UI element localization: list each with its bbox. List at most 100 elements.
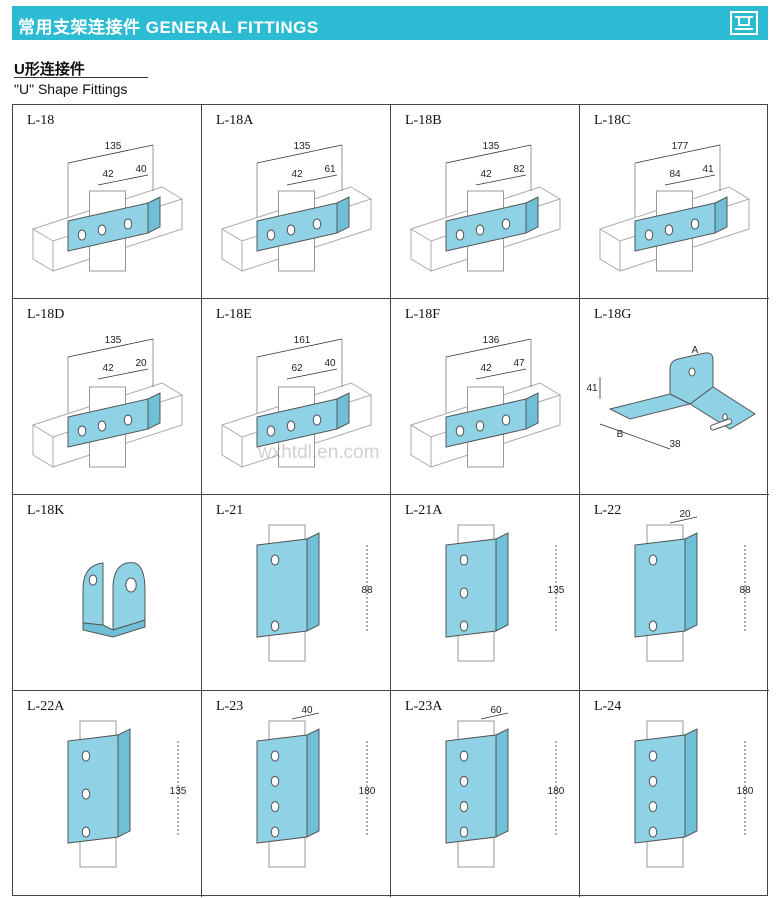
dimension-label: 180 bbox=[359, 786, 376, 797]
dimension-label: 135 bbox=[105, 335, 122, 346]
fitting-label: L-18 bbox=[27, 113, 55, 128]
fittings-grid: L-18 135 42 40 L-18A 135 42 61 L-18B 135 42 82 L-18C… bbox=[12, 104, 769, 897]
fitting-label: L-18C bbox=[594, 113, 631, 128]
fitting-cell-l-21a: L-21A 135 bbox=[391, 495, 580, 691]
clevis-right-ear bbox=[112, 562, 146, 631]
dimension-label: 135 bbox=[548, 585, 565, 596]
dimension-label: 62 bbox=[291, 363, 303, 374]
fitting-drawing: 136 42 47 bbox=[409, 335, 562, 468]
fitting-drawing: 180 60 bbox=[445, 705, 565, 868]
saddle-flange-right bbox=[689, 386, 756, 430]
fitting-label: L-22 bbox=[594, 503, 622, 518]
dimension-label: A bbox=[692, 345, 699, 356]
header-banner: 常用支架连接件 GENERAL FITTINGS bbox=[12, 6, 768, 40]
dimension-label: 47 bbox=[513, 358, 525, 369]
dimension-label: 135 bbox=[294, 141, 311, 152]
fitting-drawing: 135 42 82 bbox=[409, 141, 562, 272]
channel-fitting bbox=[634, 538, 686, 638]
fitting-cell-l-22a: L-22A 135 bbox=[13, 691, 202, 897]
fitting-cell-l-21: L-21 88 bbox=[202, 495, 391, 691]
fitting-label: L-21A bbox=[405, 503, 443, 518]
fitting-drawing: 180 40 bbox=[256, 705, 376, 868]
dimension-label: B bbox=[617, 429, 624, 440]
dimension-label: 41 bbox=[586, 383, 598, 394]
fitting-label: L-18G bbox=[594, 307, 632, 322]
fitting-drawing: 135 bbox=[67, 720, 187, 868]
fitting-cell-l-18: L-18 135 42 40 bbox=[13, 105, 202, 299]
watermark: wxhtdl.en.com bbox=[258, 442, 380, 463]
dimension-label: 88 bbox=[739, 585, 751, 596]
fitting-cell-l-23a: L-23A 180 60 bbox=[391, 691, 580, 897]
fitting-label: L-21 bbox=[216, 503, 244, 518]
bracket-logo-icon bbox=[730, 11, 758, 35]
dimension-label: 135 bbox=[483, 141, 500, 152]
fitting-cell-l-18e: L-18E 161 62 40 bbox=[202, 299, 391, 495]
fitting-label: L-24 bbox=[594, 699, 622, 714]
fitting-cell-l-18k: L-18K bbox=[13, 495, 202, 691]
fitting-label: L-18D bbox=[27, 307, 65, 322]
dimension-label: 61 bbox=[324, 164, 336, 175]
dimension-label: 38 bbox=[669, 439, 681, 450]
dimension-label: 180 bbox=[548, 786, 565, 797]
channel-fitting bbox=[445, 734, 497, 844]
fitting-cell-l-18d: L-18D 135 42 20 bbox=[13, 299, 202, 495]
channel-fitting bbox=[445, 538, 497, 638]
dimension-label: 41 bbox=[702, 164, 714, 175]
fitting-drawing: 135 42 20 bbox=[31, 335, 184, 468]
clevis-left-ear bbox=[82, 562, 104, 626]
fitting-drawing: A 41B 38 bbox=[586, 345, 756, 450]
dimension-label: 20 bbox=[135, 358, 147, 369]
fitting-drawing: 88 20 bbox=[634, 509, 751, 662]
dimension-label: 82 bbox=[513, 164, 525, 175]
saddle-body bbox=[669, 352, 714, 405]
channel-fitting bbox=[256, 734, 308, 844]
section-title-cn: U形连接件 bbox=[14, 61, 85, 78]
fitting-cell-l-18c: L-18C 177 84 41 bbox=[580, 105, 769, 299]
fitting-label: L-18B bbox=[405, 113, 442, 128]
dimension-label: 180 bbox=[737, 786, 754, 797]
channel-fitting bbox=[67, 734, 119, 844]
fitting-cell-l-23: L-23 180 40 bbox=[202, 691, 391, 897]
fitting-label: L-23 bbox=[216, 699, 244, 714]
fitting-label: L-18A bbox=[216, 113, 254, 128]
section-title-en: "U" Shape Fittings bbox=[14, 81, 128, 97]
channel-fitting bbox=[256, 538, 308, 638]
channel-fitting bbox=[634, 734, 686, 844]
dimension-label: 135 bbox=[105, 141, 122, 152]
dimension-label: 84 bbox=[669, 169, 681, 180]
fitting-label: L-18E bbox=[216, 307, 252, 322]
fitting-drawing bbox=[82, 562, 146, 638]
fitting-drawing: 135 bbox=[445, 524, 565, 662]
dimension-label: 60 bbox=[490, 705, 502, 716]
dimension-label: 20 bbox=[679, 509, 691, 520]
dimension-label: 136 bbox=[483, 335, 500, 346]
fitting-drawing: 161 62 40 bbox=[220, 335, 373, 468]
banner-title: 常用支架连接件 GENERAL FITTINGS bbox=[18, 18, 319, 37]
fitting-drawing: 88 bbox=[256, 524, 373, 662]
dimension-label: 42 bbox=[480, 363, 492, 374]
fitting-drawing: 177 84 41 bbox=[598, 141, 751, 272]
dimension-label: 135 bbox=[170, 786, 187, 797]
fitting-label: L-23A bbox=[405, 699, 443, 714]
fitting-drawing: 135 42 40 bbox=[31, 141, 184, 272]
fitting-cell-l-22: L-22 88 20 bbox=[580, 495, 769, 691]
dimension-label: 161 bbox=[294, 335, 311, 346]
dimension-label: 42 bbox=[102, 363, 114, 374]
dimension-label: 42 bbox=[291, 169, 303, 180]
dimension-label: 40 bbox=[135, 164, 147, 175]
fitting-label: L-18K bbox=[27, 503, 65, 518]
dimension-label: 42 bbox=[102, 169, 114, 180]
fitting-cell-l-24: L-24 180 bbox=[580, 691, 769, 897]
dimension-label: 42 bbox=[480, 169, 492, 180]
dimension-label: 177 bbox=[672, 141, 689, 152]
dimension-label: 40 bbox=[301, 705, 313, 716]
fitting-cell-l-18b: L-18B 135 42 82 bbox=[391, 105, 580, 299]
fitting-drawing: 135 42 61 bbox=[220, 141, 373, 272]
dimension-label: 40 bbox=[324, 358, 336, 369]
fitting-label: L-22A bbox=[27, 699, 65, 714]
section-divider bbox=[14, 77, 148, 78]
dimension-label: 88 bbox=[361, 585, 373, 596]
fitting-cell-l-18a: L-18A 135 42 61 bbox=[202, 105, 391, 299]
